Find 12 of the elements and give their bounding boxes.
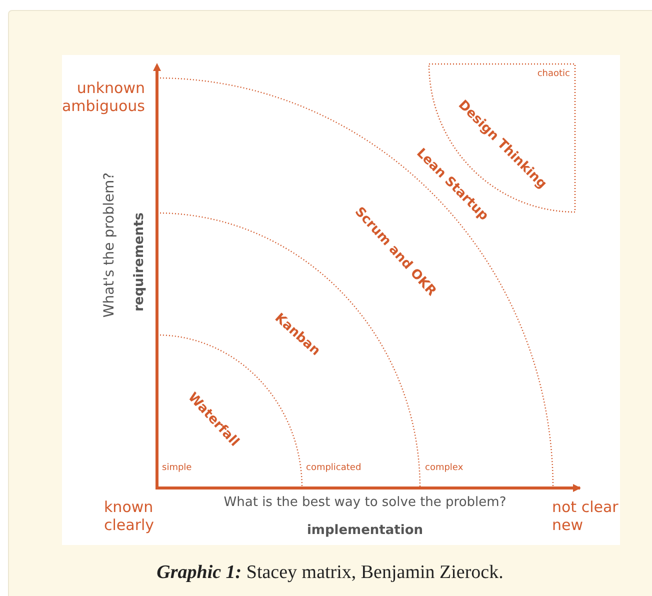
zone-label: complicated [306,463,362,474]
axis-title: requirements [132,212,148,312]
axis-title: What's the problem? [102,172,118,318]
axis-end-label: known clearly [104,498,156,534]
axis-end-label: unknown ambiguous [61,79,145,115]
figure-caption: Graphic 1: Stacey matrix, Benjamin Zierock. [156,562,504,584]
zone-label: simple [162,463,192,474]
axis-end-label: not clear new [552,498,620,534]
zone-label: chaotic [537,69,570,80]
zone-label: complex [425,463,464,474]
axis-title: What is the best way to solve the problem? [224,495,506,511]
axis-title: implementation [306,523,424,539]
